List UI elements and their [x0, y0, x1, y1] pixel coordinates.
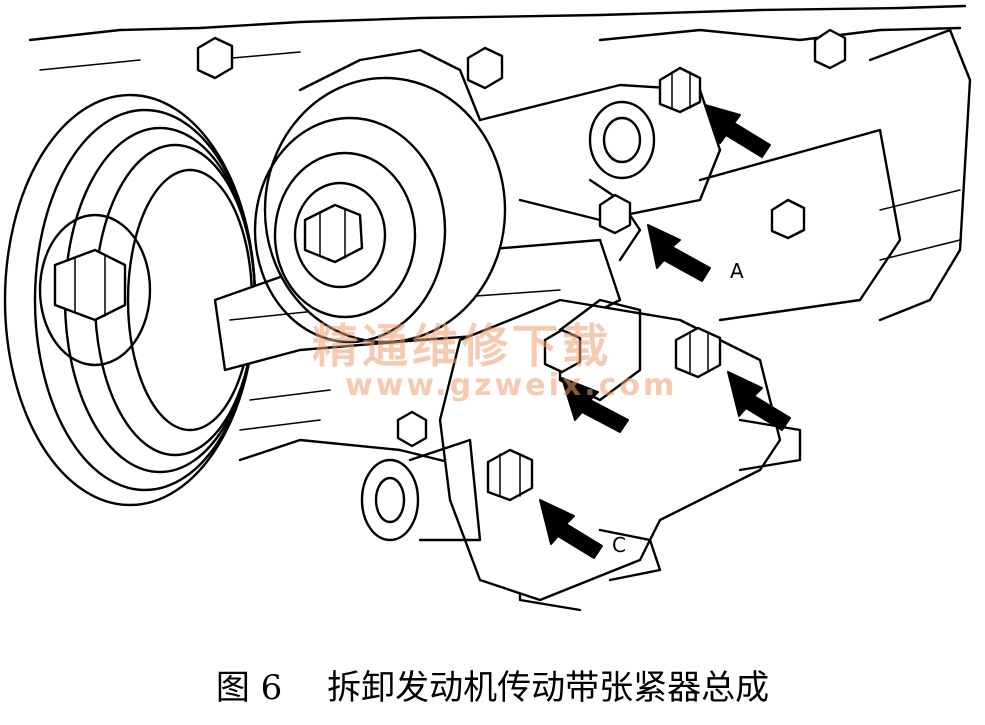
figure-title: 拆卸发动机传动带张紧器总成	[327, 668, 770, 708]
tensioner-pulley	[253, 76, 507, 344]
bolt-right-lower	[674, 326, 722, 379]
bolt-center-lower	[543, 328, 582, 374]
part-label-a: A	[730, 259, 744, 283]
bolt-upper-right	[658, 66, 702, 114]
bolt-middle	[598, 193, 632, 235]
arrow-bolt-upper-right	[704, 104, 771, 158]
bolt-far-right	[813, 28, 847, 70]
arrow-bolt-center-lower	[561, 377, 629, 433]
arrow-bolt-middle	[647, 224, 711, 282]
bolt-small-left	[396, 410, 428, 448]
engine-block-outline	[28, 4, 972, 612]
arrow-bolt-right-lower	[727, 371, 791, 431]
tensioner-removal-diagram: A C	[3, 4, 972, 612]
upper-bracket	[588, 100, 656, 262]
arrow-bolt-bottom	[539, 499, 603, 559]
watermark-chinese: 精通维修下载	[312, 319, 612, 373]
part-label-c: C	[612, 533, 626, 557]
watermark-url: www.gzweix.com	[345, 368, 678, 403]
bolt-top-center	[466, 46, 504, 90]
bolt-right-block	[770, 198, 806, 240]
bolt-top-left	[196, 36, 234, 80]
bolt-bottom	[486, 448, 534, 502]
figure-number: 图 6	[215, 668, 283, 708]
figure-caption: 图 6 拆卸发动机传动带张紧器总成	[0, 660, 985, 709]
